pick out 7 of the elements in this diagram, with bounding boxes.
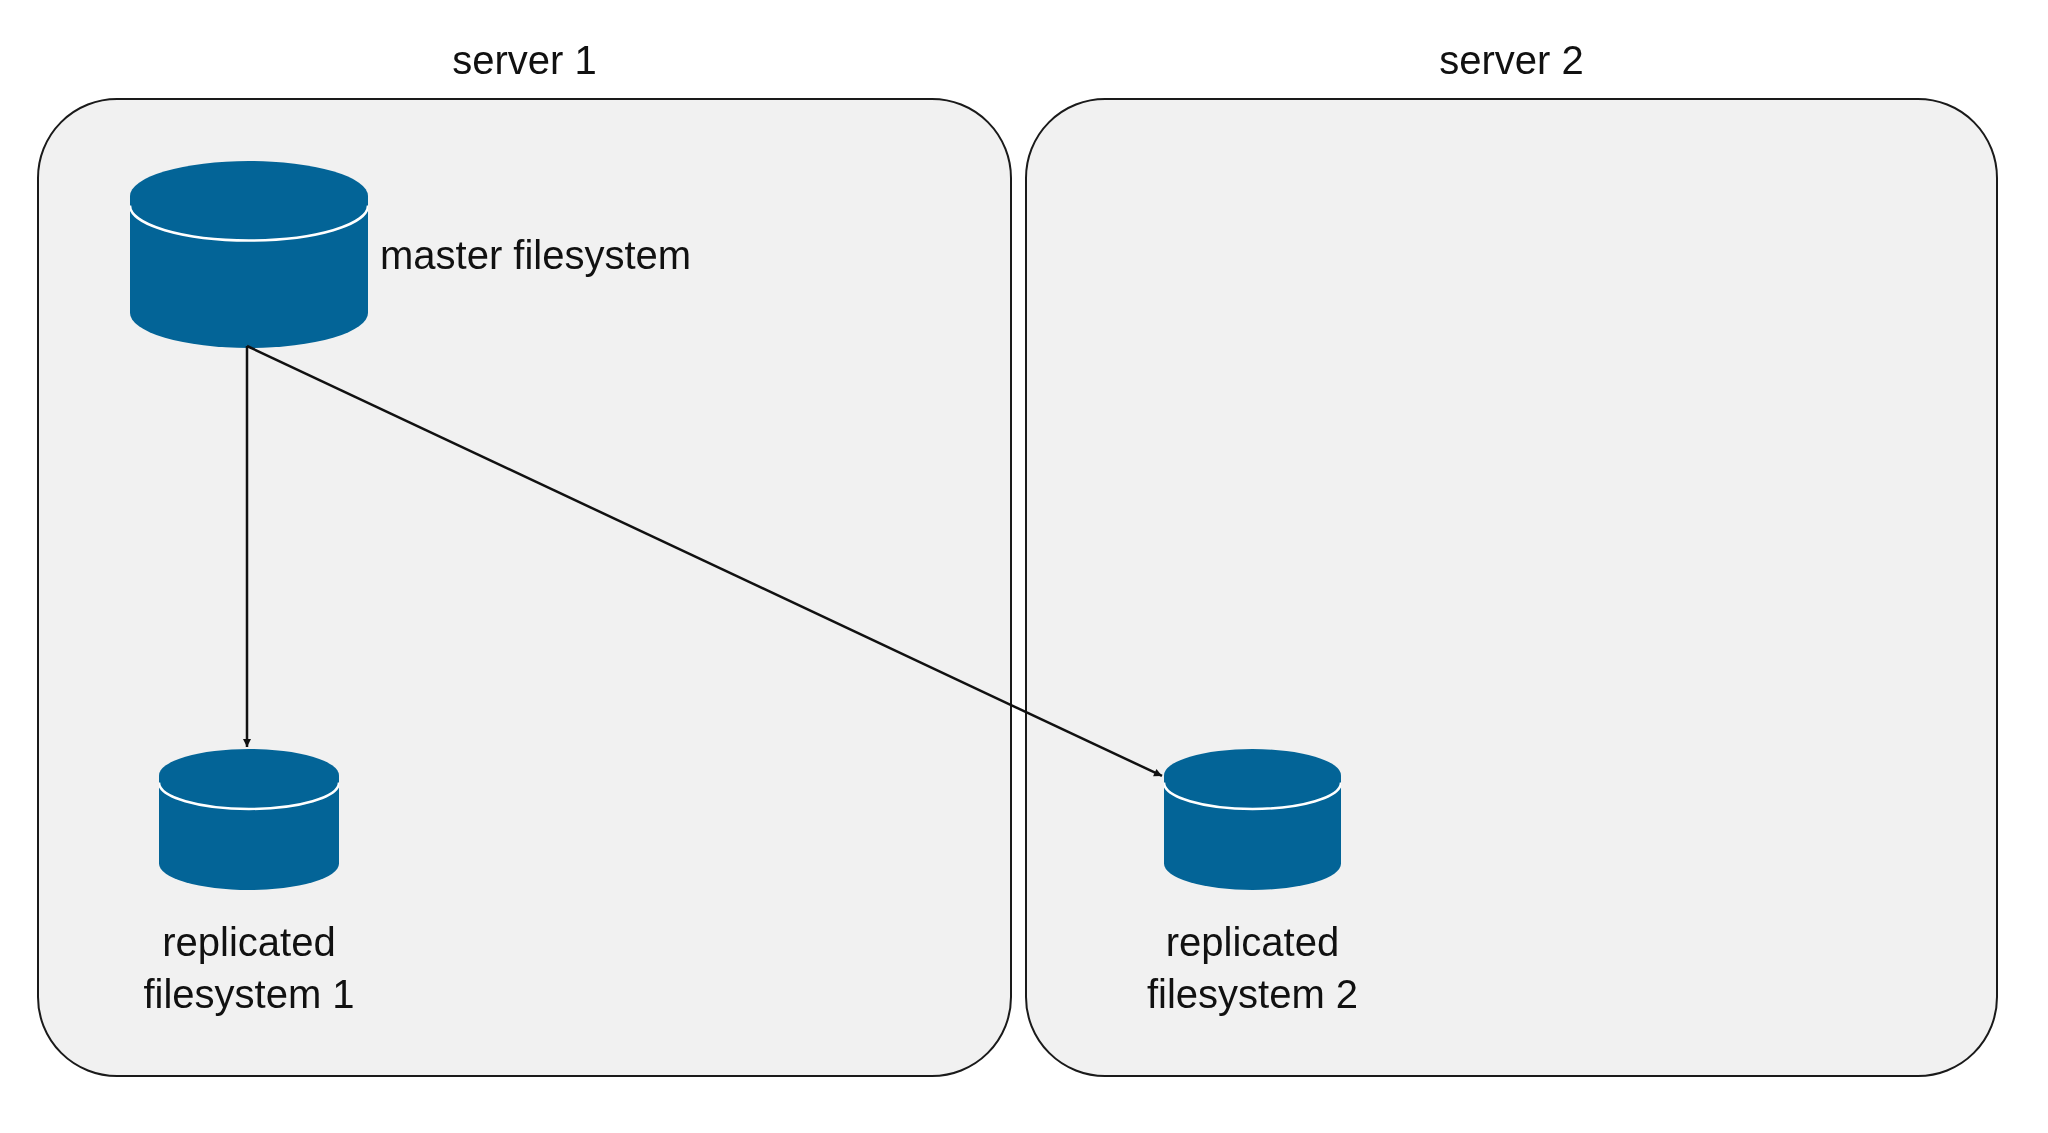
node-label: replicated filesystem 1 bbox=[142, 919, 356, 1018]
arrow bbox=[243, 346, 251, 747]
server-title: server 1 bbox=[451, 38, 598, 83]
server-title: server 2 bbox=[1438, 38, 1585, 83]
node-label: master filesystem bbox=[380, 231, 692, 279]
node-label: replicated filesystem 2 bbox=[1145, 919, 1360, 1018]
arrow bbox=[246, 344, 1163, 778]
